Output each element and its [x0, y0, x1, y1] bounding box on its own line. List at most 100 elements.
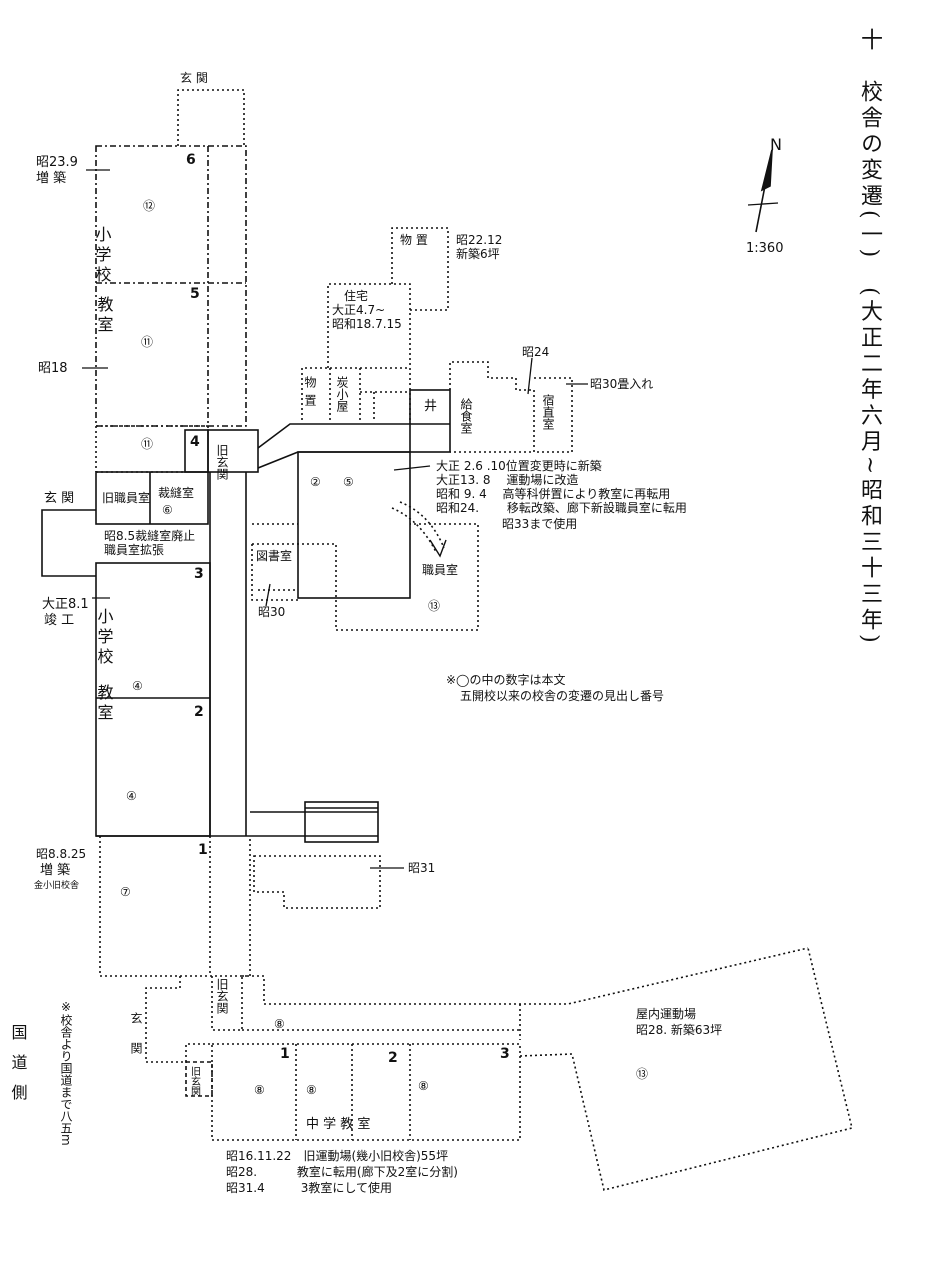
label-well: 井 — [424, 399, 437, 414]
circle-8-corridor: ⑧ — [274, 1017, 285, 1031]
label-storage-west: 物置 — [303, 376, 317, 412]
indoor-gym-outline — [519, 947, 853, 1191]
label-kin-kosha: 金小旧校舎 — [34, 879, 79, 891]
circle-6: ⑥ — [162, 503, 173, 517]
label-charcoal: 炭小屋 — [335, 376, 349, 413]
main-note-1: 大正 2.6 .10位置変更時に新築 — [436, 458, 602, 473]
top-entrance-label: 玄 関 — [180, 70, 208, 85]
classroom-1-block — [99, 836, 251, 977]
main-note-2: 大正13. 8 運動場に改造 — [436, 473, 578, 487]
label-library: 図書室 — [256, 548, 292, 563]
corridor-to-main — [257, 423, 410, 469]
label-sewing-room: 裁縫室 — [158, 485, 194, 500]
label-night-duty: 宿直室 — [541, 393, 555, 430]
label-zouchiku-1: 増 築 — [36, 171, 66, 186]
label-left-genkan: 玄 関 — [44, 491, 74, 506]
east-corridor-stub — [250, 801, 379, 843]
label-sho18: 昭18 — [38, 361, 68, 376]
label-sho24: 昭24 — [522, 345, 549, 359]
label-old-genkan-bottom: 旧玄関 — [189, 1066, 201, 1097]
room-no-2: 2 — [194, 704, 204, 720]
page-title: 十 校舎の変遷(一) (大正二年六月~昭和三十三年) — [857, 28, 882, 647]
storage-top — [391, 227, 449, 311]
label-sho2212-1: 昭22.12 — [456, 233, 502, 247]
north-arrow-icon: N — [747, 135, 782, 233]
label-house: 住宅 — [344, 288, 368, 303]
circle-note-line1: ※◯の中の数字は本文 — [446, 672, 566, 687]
old-entrance-box — [207, 429, 259, 473]
circle-8-c: ⑧ — [418, 1079, 429, 1093]
label-staff-room: 職員室 — [422, 562, 458, 577]
label-old-staff-room: 旧職員室 — [102, 490, 150, 505]
label-old-genkan-lower: 旧玄関 — [215, 978, 229, 1014]
middle-school-block — [211, 1043, 521, 1141]
circle-8-b: ⑧ — [306, 1083, 317, 1097]
label-sho85-2: 職員室拡張 — [104, 542, 164, 557]
room-no-4: 4 — [190, 434, 200, 450]
kitchen-outline — [449, 361, 535, 453]
label-sho23: 昭23.9 — [36, 155, 78, 170]
relocation-arrow — [391, 507, 437, 553]
label-sho85-1: 昭8.5裁縫室廃止 — [104, 528, 195, 543]
lower-corridor — [145, 947, 809, 1063]
house-outline — [327, 283, 411, 368]
room-no-5: 5 — [190, 286, 200, 302]
circle-9-lower: ⑪ — [141, 437, 153, 451]
label-highway-note: ※校舎より国道まで八五m — [59, 1000, 73, 1146]
label-kyoshitsu-upper: 教室 — [95, 296, 114, 336]
well-box — [409, 389, 451, 453]
circle-12: ⑬ — [428, 599, 440, 613]
bottom-note-3: 昭31.4 3教室にして使用 — [226, 1180, 392, 1195]
circle-note-line2: 五開校以来の校舎の変遷の見出し番号 — [460, 688, 664, 703]
ms-room-no-2: 2 — [388, 1050, 398, 1066]
label-storage-top: 物 置 — [400, 233, 428, 247]
room-no-6: 6 — [186, 152, 196, 168]
north-mark: N — [770, 135, 782, 154]
main-building — [297, 451, 411, 599]
label-kitchen: 給食室 — [459, 398, 473, 434]
old-staff-sewing-block — [95, 471, 209, 525]
staff-room-outline — [252, 523, 479, 631]
label-house-to: 昭和18.7.15 — [332, 317, 402, 331]
left-entrance-outline — [41, 509, 96, 577]
circle-13: ⑬ — [636, 1067, 648, 1081]
circle-5: ⑤ — [343, 475, 354, 489]
upper-left-classroom-block — [95, 145, 247, 473]
label-house-from: 大正4.7~ — [332, 303, 385, 317]
circle-2: ② — [310, 475, 321, 489]
circle-4-upper: ④ — [132, 679, 143, 693]
old-entrance-bottom — [185, 1061, 213, 1097]
circle-9-upper: ⑪ — [141, 335, 153, 349]
label-sho30: 昭30 — [258, 605, 285, 619]
circle-8-a: ⑧ — [254, 1083, 265, 1097]
circle-11: ⑫ — [143, 199, 155, 213]
main-note-5: 昭33まで使用 — [502, 516, 577, 531]
label-middle-school: 中 学 教 室 — [306, 1116, 370, 1132]
label-gym-1: 屋内運動場 — [636, 1007, 696, 1021]
bottom-note-2: 昭28. 教室に転用(廊下及2室に分割) — [226, 1164, 458, 1179]
label-sho2212-2: 新築6坪 — [456, 246, 500, 261]
room-no-3: 3 — [194, 566, 204, 582]
bottom-note-1: 昭16.11.22 旧運動場(幾小旧校舎)55坪 — [226, 1148, 448, 1163]
main-note-4: 昭和24. 移転改築、廊下新設職員室に転用 — [436, 500, 687, 515]
label-sho8825: 昭8.8.25 — [36, 847, 86, 861]
label-shunko: 竣 工 — [44, 613, 74, 628]
ms-room-no-3: 3 — [500, 1046, 510, 1062]
scale-label: 1:360 — [746, 241, 783, 256]
label-old-genkan: 旧玄関 — [215, 444, 229, 480]
label-zouchiku-2: 増 築 — [40, 863, 70, 878]
label-sho30-tatami: 昭30畳入れ — [590, 377, 653, 391]
label-highway-side: 国道側 — [9, 1024, 28, 1114]
storage-west — [301, 367, 361, 420]
room-no-1: 1 — [198, 842, 208, 858]
night-duty-outline — [534, 377, 573, 453]
circle-7: ⑦ — [120, 885, 131, 899]
label-shogakko-upper: 小学校 — [93, 226, 112, 286]
label-genkan-lower: 玄関 — [129, 1011, 143, 1072]
label-kyoshitsu-lower: 教室 — [95, 684, 114, 724]
label-taisho81: 大正8.1 — [42, 597, 89, 612]
sho31-annex — [253, 855, 381, 909]
top-entrance-outline — [177, 89, 245, 146]
label-shogakko-lower: 小学校 — [95, 608, 114, 668]
